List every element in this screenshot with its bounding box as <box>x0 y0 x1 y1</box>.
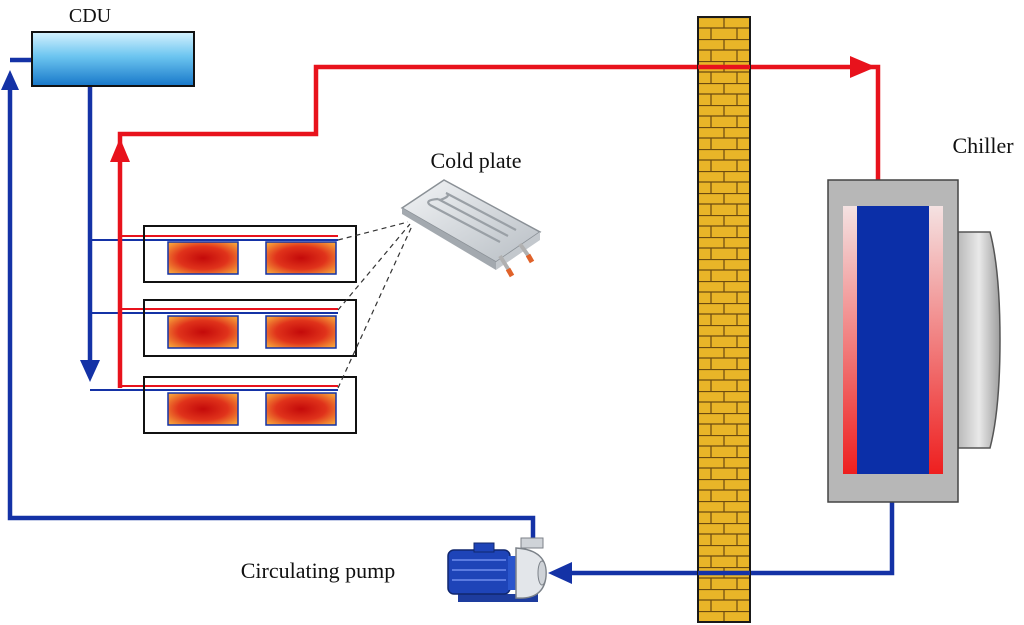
chiller-hot-strip-right <box>929 206 943 474</box>
chiller-hot-strip-left <box>843 206 857 474</box>
chiller-cold-core <box>857 206 929 474</box>
chiller-label: Chiller <box>952 133 1014 158</box>
hot-return-lines <box>117 64 881 388</box>
server-rack-2 <box>143 299 357 357</box>
arrow-down-manifold <box>80 360 100 382</box>
cold-supply-lines <box>7 80 895 576</box>
chiller-fan-housing <box>957 231 1001 449</box>
pump-motor <box>447 549 511 595</box>
heat-source <box>167 241 239 275</box>
cold-plate-callout-lines <box>337 221 413 389</box>
heat-source <box>265 392 337 426</box>
arrow-left-pump <box>548 562 572 584</box>
brick-wall <box>697 16 751 623</box>
arrow-up-hot <box>110 138 130 162</box>
pump-base <box>458 594 538 602</box>
cold-plate-label: Cold plate <box>430 148 521 173</box>
cold-plate: Cold plate <box>400 148 542 278</box>
heat-source <box>167 392 239 426</box>
cdu-tank-body <box>31 31 195 87</box>
cdu-tank: CDU <box>31 5 195 87</box>
server-rack-1 <box>143 225 357 283</box>
cold-plate-channel <box>427 192 517 243</box>
cold-plate-edge <box>402 208 496 270</box>
cdu-label: CDU <box>69 5 112 27</box>
chiller: Chiller <box>827 133 1014 503</box>
server-rack-3 <box>143 376 357 434</box>
heat-source <box>265 241 337 275</box>
arrow-right-chiller <box>850 56 876 78</box>
heat-source <box>265 315 337 349</box>
heat-source <box>167 315 239 349</box>
arrow-up-cdu <box>1 70 19 90</box>
pump-to-cdu-line <box>7 80 536 545</box>
chiller-to-pump-line <box>572 502 895 576</box>
circulating-pump: Circulating pump <box>241 537 547 602</box>
manifold-to-chiller-line <box>117 64 881 388</box>
pump-coupling <box>508 556 518 590</box>
pump-label: Circulating pump <box>241 558 396 583</box>
